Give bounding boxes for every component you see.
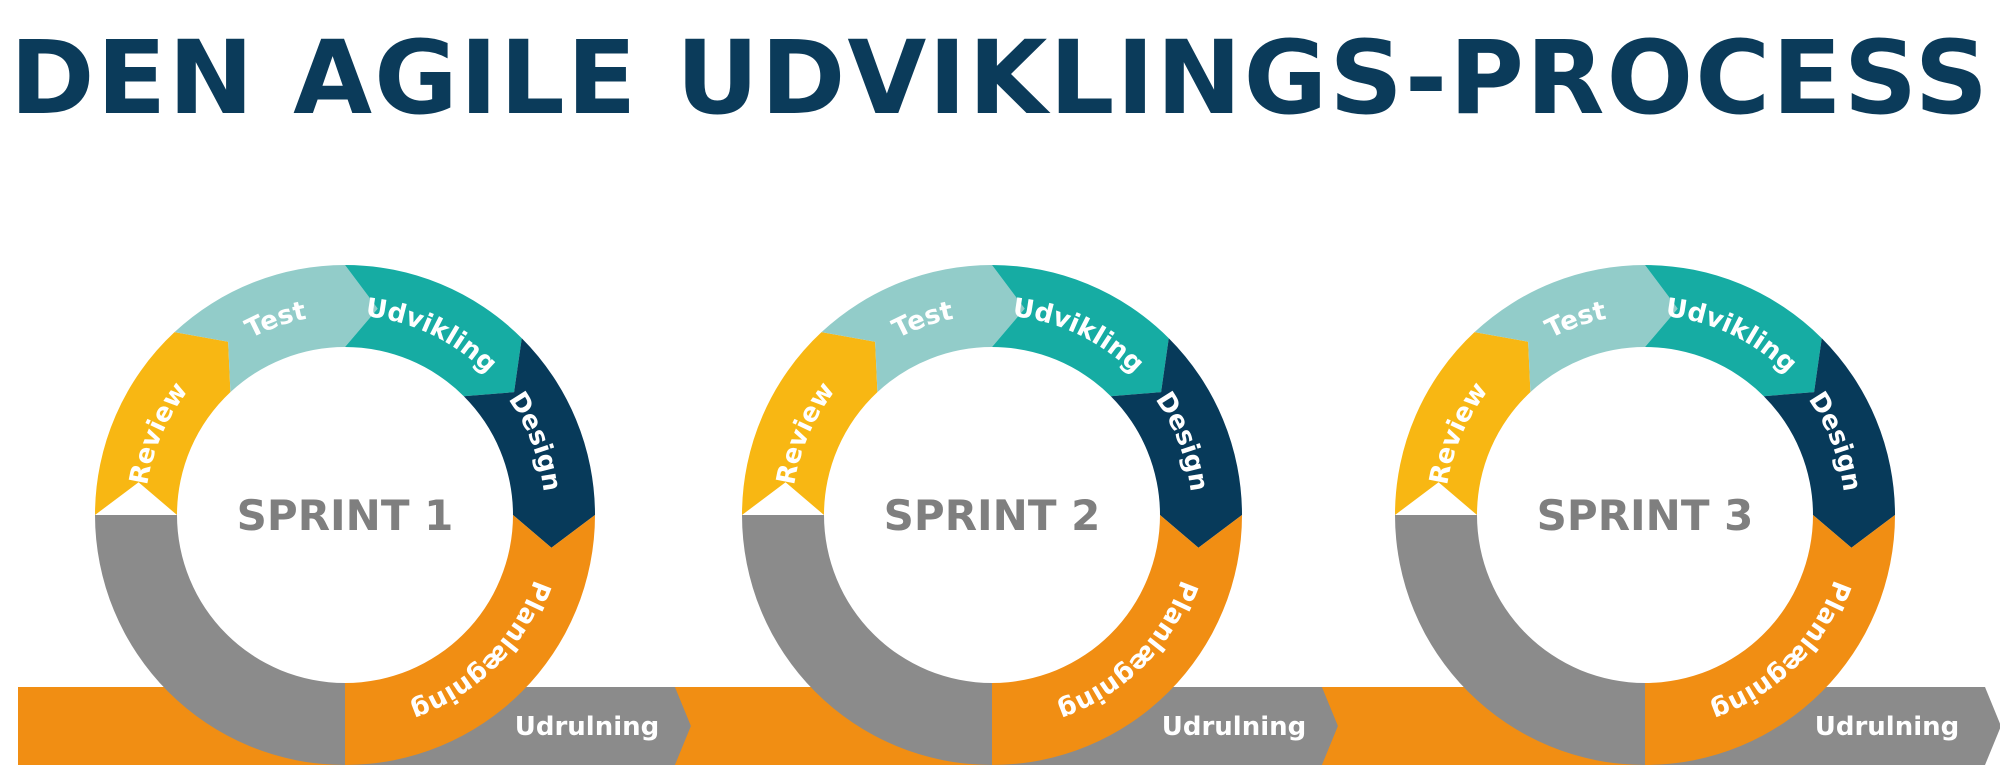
test-segment <box>821 265 1025 393</box>
release-label: Udrulning <box>1815 712 1960 742</box>
review-segment <box>95 332 231 515</box>
test-segment <box>174 265 378 393</box>
sprint-label: SPRINT 2 <box>884 491 1101 540</box>
design-segment <box>1110 338 1242 548</box>
review-segment <box>1395 332 1531 515</box>
design-segment <box>463 338 595 548</box>
udvikling-segment <box>992 265 1169 397</box>
sprint-label: SPRINT 3 <box>1537 491 1754 540</box>
review-segment <box>742 332 878 515</box>
release-label: Udrulning <box>515 712 660 742</box>
planlaegning-segment <box>345 515 595 765</box>
planlaegning-segment <box>1645 515 1895 765</box>
test-segment <box>1474 265 1678 393</box>
planlaegning-segment <box>992 515 1242 765</box>
ring-gray-segment <box>95 515 345 765</box>
udvikling-segment <box>345 265 522 397</box>
release-label: Udrulning <box>1162 712 1307 742</box>
udvikling-segment <box>1645 265 1822 397</box>
ring-gray-segment <box>742 515 992 765</box>
design-segment <box>1763 338 1895 548</box>
ring-gray-segment <box>1395 515 1645 765</box>
page-title: DEN AGILE UDVIKLINGS-PROCESS <box>9 19 1991 138</box>
sprint-label: SPRINT 1 <box>237 491 454 540</box>
